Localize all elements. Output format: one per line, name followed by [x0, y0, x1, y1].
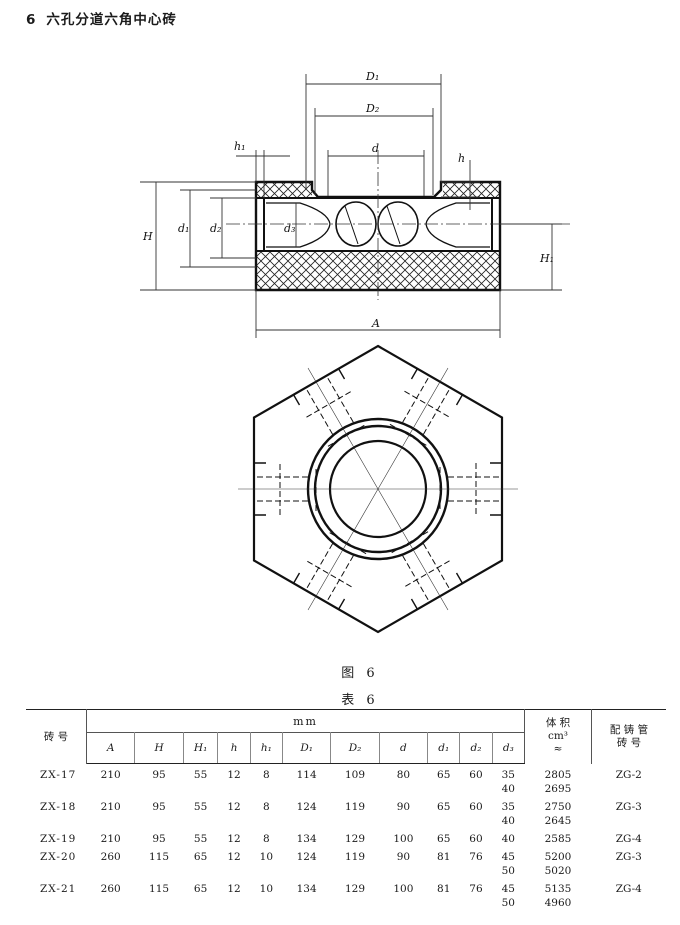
header-pipe: 配 铸 管 砖 号: [591, 709, 666, 764]
dim-label-H: H: [142, 230, 153, 243]
dim-label-d: d: [372, 142, 379, 155]
dim-label-H1: H₁: [539, 252, 554, 265]
section-number: 6: [26, 12, 37, 28]
dim-label-D1: D₁: [365, 70, 379, 83]
dim-label-d2: d₂: [210, 222, 221, 235]
table-row: ZX-20 260 115 65 12 10 124 119 90 81 76 …: [40, 851, 642, 877]
section-title: 六孔分道六角中心砖: [46, 12, 177, 28]
table-row: ZX-17 210 95 55 12 8 114 109 80 65 60 35…: [40, 768, 642, 796]
header-unit: mm: [86, 709, 525, 733]
header-d3: d₃: [492, 732, 526, 764]
dim-label-d1: d₁: [178, 222, 189, 235]
hatch-top-left: [256, 182, 312, 198]
dim-label-h1: h₁: [234, 140, 246, 153]
hatch-top-right: [443, 182, 500, 198]
header-D2: D₂: [330, 732, 380, 764]
section-outline: [254, 180, 502, 292]
header-d2: d₂: [459, 732, 493, 764]
header-code: 砖 号: [26, 709, 87, 764]
dim-label-d3: d₃: [284, 222, 295, 235]
figure-caption: 图 6: [341, 666, 379, 681]
spec-table: 砖 号 mm 体 积 cm³ ≈ 配 铸 管 砖 号 A H H₁ h h₁ D…: [26, 709, 666, 910]
table-row: ZX-18 210 95 55 12 8 124 119 90 65 60 35…: [40, 801, 642, 827]
table-row: ZX-19 210 95 55 12 8 134 129 100 65 60 4…: [40, 833, 642, 845]
plan-view: [238, 344, 518, 634]
header-H1: H₁: [183, 732, 219, 764]
dim-label-h: h: [458, 152, 465, 165]
header-volume: 体 积 cm³ ≈: [524, 709, 592, 764]
header-D1: D₁: [282, 732, 332, 764]
hexagon-outline: [252, 344, 504, 634]
header-d: d: [379, 732, 429, 764]
technical-drawing: D₁ D₂ d h₁ h H d₁ d₂ d₃ H₁ A: [140, 70, 570, 634]
header-h1: h₁: [250, 732, 283, 764]
header-h: h: [217, 732, 251, 764]
table-row: ZX-21 260 115 65 12 10 134 129 100 81 76…: [40, 883, 642, 909]
header-A: A: [86, 732, 136, 764]
dim-label-D2: D₂: [365, 102, 379, 115]
header-H: H: [134, 732, 184, 764]
table-caption: 表 6: [341, 693, 379, 708]
page-heading: 6 六孔分道六角中心砖: [26, 8, 177, 28]
section-view: D₁ D₂ d h₁ h H d₁ d₂ d₃ H₁ A: [140, 70, 570, 338]
dim-label-A: A: [371, 317, 380, 330]
header-d1: d₁: [427, 732, 461, 764]
